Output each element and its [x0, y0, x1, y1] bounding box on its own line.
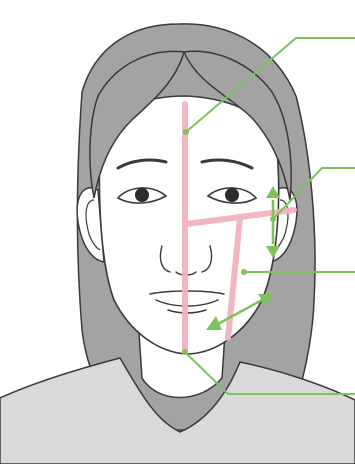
right-pupil: [225, 188, 239, 202]
left-pupil: [135, 188, 149, 202]
